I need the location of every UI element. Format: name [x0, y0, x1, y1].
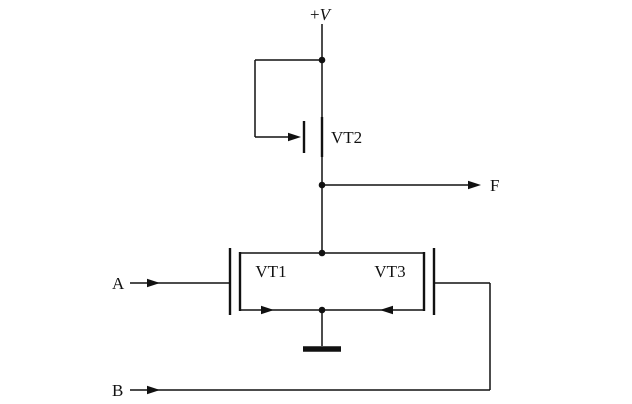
vt1-source-arrow-icon — [261, 305, 274, 315]
input-a-arrow-icon — [147, 278, 160, 288]
vt2-label: VT2 — [331, 128, 362, 147]
output-label: F — [490, 176, 499, 195]
output-arrow-icon — [468, 180, 481, 190]
vt2-gate-arrow-icon — [288, 132, 301, 142]
input-a-label: A — [112, 274, 125, 293]
vt1-label: VT1 — [255, 262, 286, 281]
input-b-arrow-icon — [147, 385, 160, 395]
supply-label: +V — [310, 5, 333, 24]
node-common-drain-junction — [318, 249, 326, 257]
input-b-label: B — [112, 381, 123, 400]
vt3-label: VT3 — [374, 262, 405, 281]
vt3-source-arrow-icon — [380, 305, 393, 315]
node-feedback-junction — [318, 56, 326, 64]
node-output-junction — [318, 181, 326, 189]
node-common-source-junction — [318, 306, 326, 314]
